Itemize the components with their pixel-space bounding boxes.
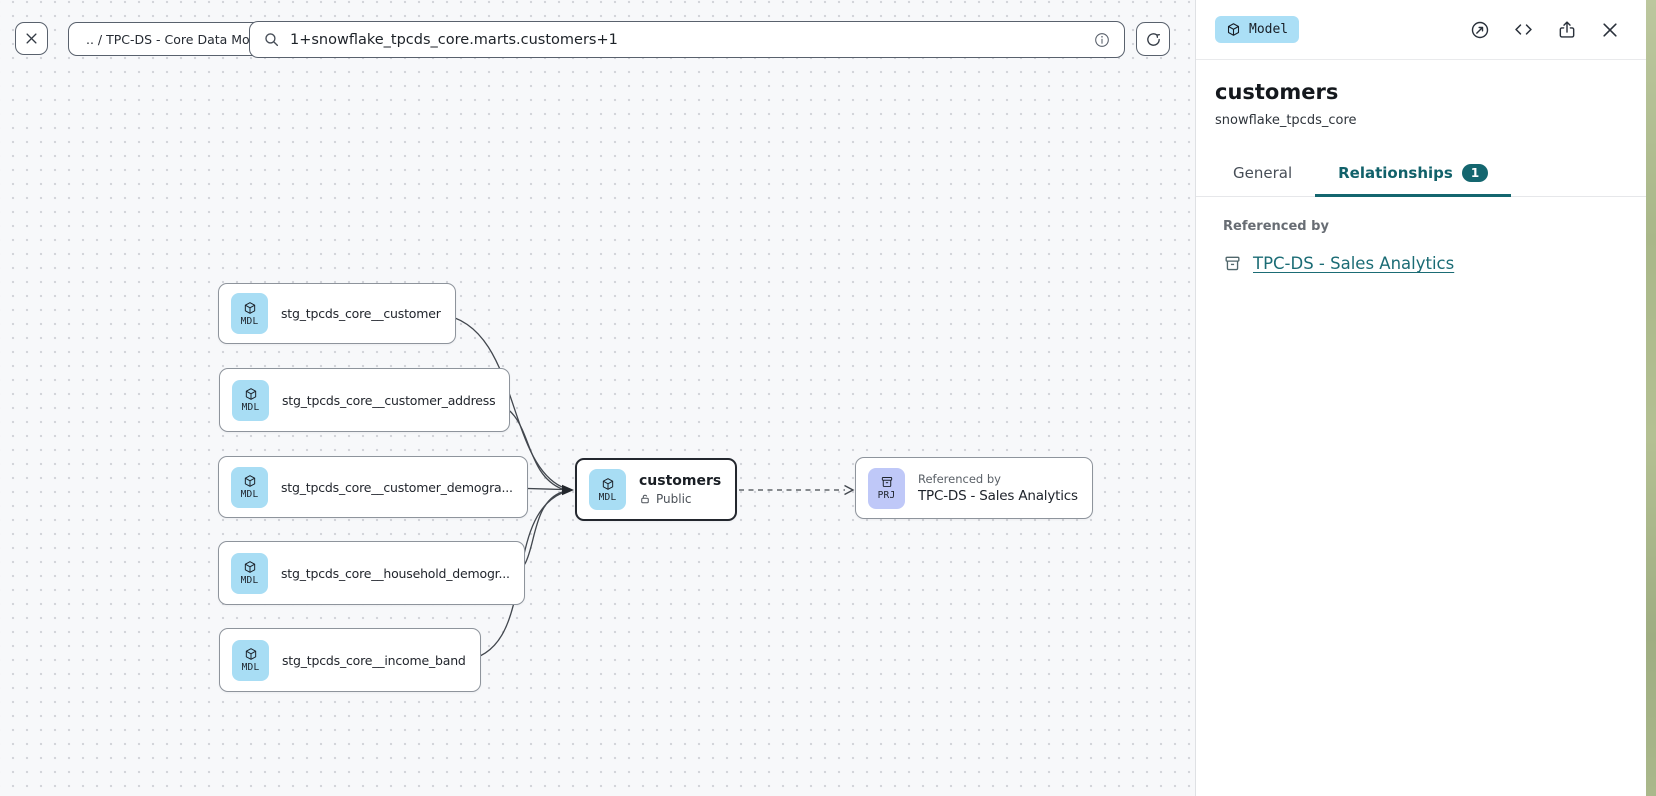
lineage-node-stg-tpcds-core-customer-demographics[interactable]: MDL stg_tpcds_core__customer_demogra... — [218, 456, 528, 518]
details-tabs: General Relationships 1 — [1196, 164, 1646, 197]
model-type-chip: MDL — [232, 639, 269, 681]
model-type-chip: MDL — [231, 466, 268, 508]
lineage-node-stg-tpcds-core-customer[interactable]: MDL stg_tpcds_core__customer — [218, 283, 456, 344]
node-type-badge: PRJ — [877, 490, 896, 501]
node-type-badge: MDL — [241, 662, 260, 673]
lineage-canvas[interactable]: MDL stg_tpcds_core__customer MDL stg_tpc… — [0, 0, 1195, 796]
cube-icon — [1227, 23, 1240, 36]
tab-general[interactable]: General — [1210, 164, 1315, 197]
share-icon — [1559, 20, 1575, 38]
page-subtitle: snowflake_tpcds_core — [1215, 113, 1357, 128]
node-label: TPC-DS - Sales Analytics — [918, 488, 1078, 504]
model-type-chip: MDL — [231, 552, 268, 594]
model-type-chip: MDL — [232, 379, 269, 421]
code-icon — [1515, 24, 1532, 35]
archive-icon — [1225, 256, 1240, 271]
node-caption: Referenced by — [918, 472, 1001, 486]
node-type-badge: MDL — [240, 575, 259, 586]
compass-icon — [1471, 21, 1489, 38]
details-panel: Model — [1195, 0, 1646, 796]
cube-icon — [245, 388, 256, 400]
node-label: stg_tpcds_core__customer_demogra... — [281, 479, 513, 495]
close-icon — [26, 33, 37, 44]
model-type-chip: MDL — [231, 293, 268, 334]
search-icon — [265, 33, 279, 47]
node-type-badge: MDL — [598, 491, 617, 503]
close-lineage-button[interactable] — [15, 22, 48, 55]
lineage-edges — [439, 313, 855, 662]
cube-icon — [244, 475, 255, 487]
node-label: stg_tpcds_core__customer_address — [282, 392, 496, 408]
tab-label: General — [1233, 164, 1293, 182]
cube-icon — [602, 477, 613, 490]
lock-open-icon — [641, 494, 649, 504]
share-button[interactable] — [1557, 20, 1577, 40]
cube-icon — [244, 561, 255, 573]
lineage-search-bar — [249, 21, 1125, 58]
node-label: stg_tpcds_core__household_demogr... — [281, 565, 510, 581]
info-icon[interactable] — [1093, 31, 1111, 49]
node-label: stg_tpcds_core__customer — [281, 306, 441, 321]
close-panel-button[interactable] — [1600, 20, 1620, 40]
lineage-node-customers-selected[interactable]: MDL customers Public — [575, 458, 738, 521]
lineage-node-stg-tpcds-core-household-demographics[interactable]: MDL stg_tpcds_core__household_demogr... — [218, 541, 525, 605]
desktop-background-strip — [1646, 0, 1656, 796]
node-type-badge: MDL — [241, 402, 260, 413]
relationships-count-badge: 1 — [1461, 164, 1489, 182]
tab-relationships[interactable]: Relationships 1 — [1315, 164, 1512, 197]
cube-icon — [244, 301, 255, 314]
refresh-icon — [1146, 32, 1160, 46]
explore-button[interactable] — [1470, 20, 1490, 40]
node-type-badge: MDL — [240, 489, 259, 500]
entity-type-badge: Model — [1215, 16, 1300, 43]
referenced-by-section: Referenced by TPC-DS - Sales Analytics — [1196, 197, 1646, 273]
project-type-chip: PRJ — [868, 467, 905, 509]
node-type-badge: MDL — [240, 315, 259, 327]
lineage-node-stg-tpcds-core-customer-address[interactable]: MDL stg_tpcds_core__customer_address — [219, 368, 511, 432]
entity-type-label: Model — [1249, 22, 1289, 37]
details-panel-header: Model — [1196, 0, 1646, 60]
cube-icon — [245, 648, 256, 660]
view-code-button[interactable] — [1513, 19, 1534, 40]
close-icon — [1603, 22, 1617, 37]
node-label: stg_tpcds_core__income_band — [282, 652, 466, 668]
archive-icon — [881, 476, 892, 487]
search-input[interactable] — [290, 31, 1083, 48]
node-title: customers — [639, 473, 722, 489]
lineage-node-tpcds-sales-analytics[interactable]: PRJ Referenced by TPC-DS - Sales Analyti… — [855, 457, 1093, 519]
referenced-by-link[interactable]: TPC-DS - Sales Analytics — [1253, 254, 1455, 273]
model-type-chip: MDL — [589, 469, 626, 510]
breadcrumb-label: .. / TPC-DS - Core Data Models — [86, 31, 276, 47]
section-heading: Referenced by — [1223, 219, 1329, 234]
page-title: customers — [1215, 80, 1339, 104]
tab-label: Relationships — [1338, 164, 1453, 182]
refresh-lineage-button[interactable] — [1136, 22, 1170, 56]
lineage-node-stg-tpcds-core-income-band[interactable]: MDL stg_tpcds_core__income_band — [219, 628, 481, 692]
node-visibility: Public — [656, 492, 692, 506]
